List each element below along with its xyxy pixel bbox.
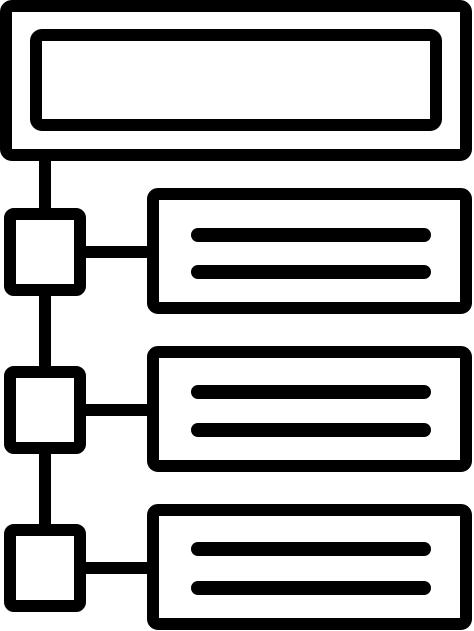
node-square-2: [4, 366, 86, 454]
header-block: [0, 0, 472, 161]
node-square-3: [4, 524, 86, 612]
item-box-2: [147, 346, 472, 472]
item-box-3: [147, 504, 472, 630]
node-square-1: [4, 208, 86, 296]
item-box-1: [147, 188, 472, 314]
child-row-3: [4, 504, 472, 630]
child-row-2: [4, 346, 472, 472]
header-inner-frame: [30, 29, 442, 131]
header-outer-frame: [0, 0, 472, 161]
child-row-1: [4, 188, 472, 314]
